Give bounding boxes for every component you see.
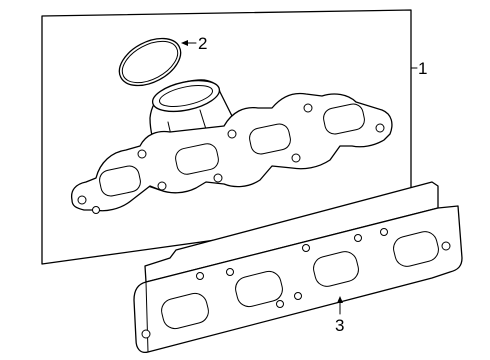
callout-3-leader (337, 296, 343, 315)
callout-3-label: 3 (335, 316, 344, 335)
callout-2-label: 2 (198, 34, 207, 53)
gasket (133, 181, 463, 354)
seal-ring (118, 37, 182, 87)
callout-2-leader (181, 40, 197, 46)
exhaust-manifold (70, 79, 393, 214)
callout-1-label: 1 (418, 59, 427, 78)
